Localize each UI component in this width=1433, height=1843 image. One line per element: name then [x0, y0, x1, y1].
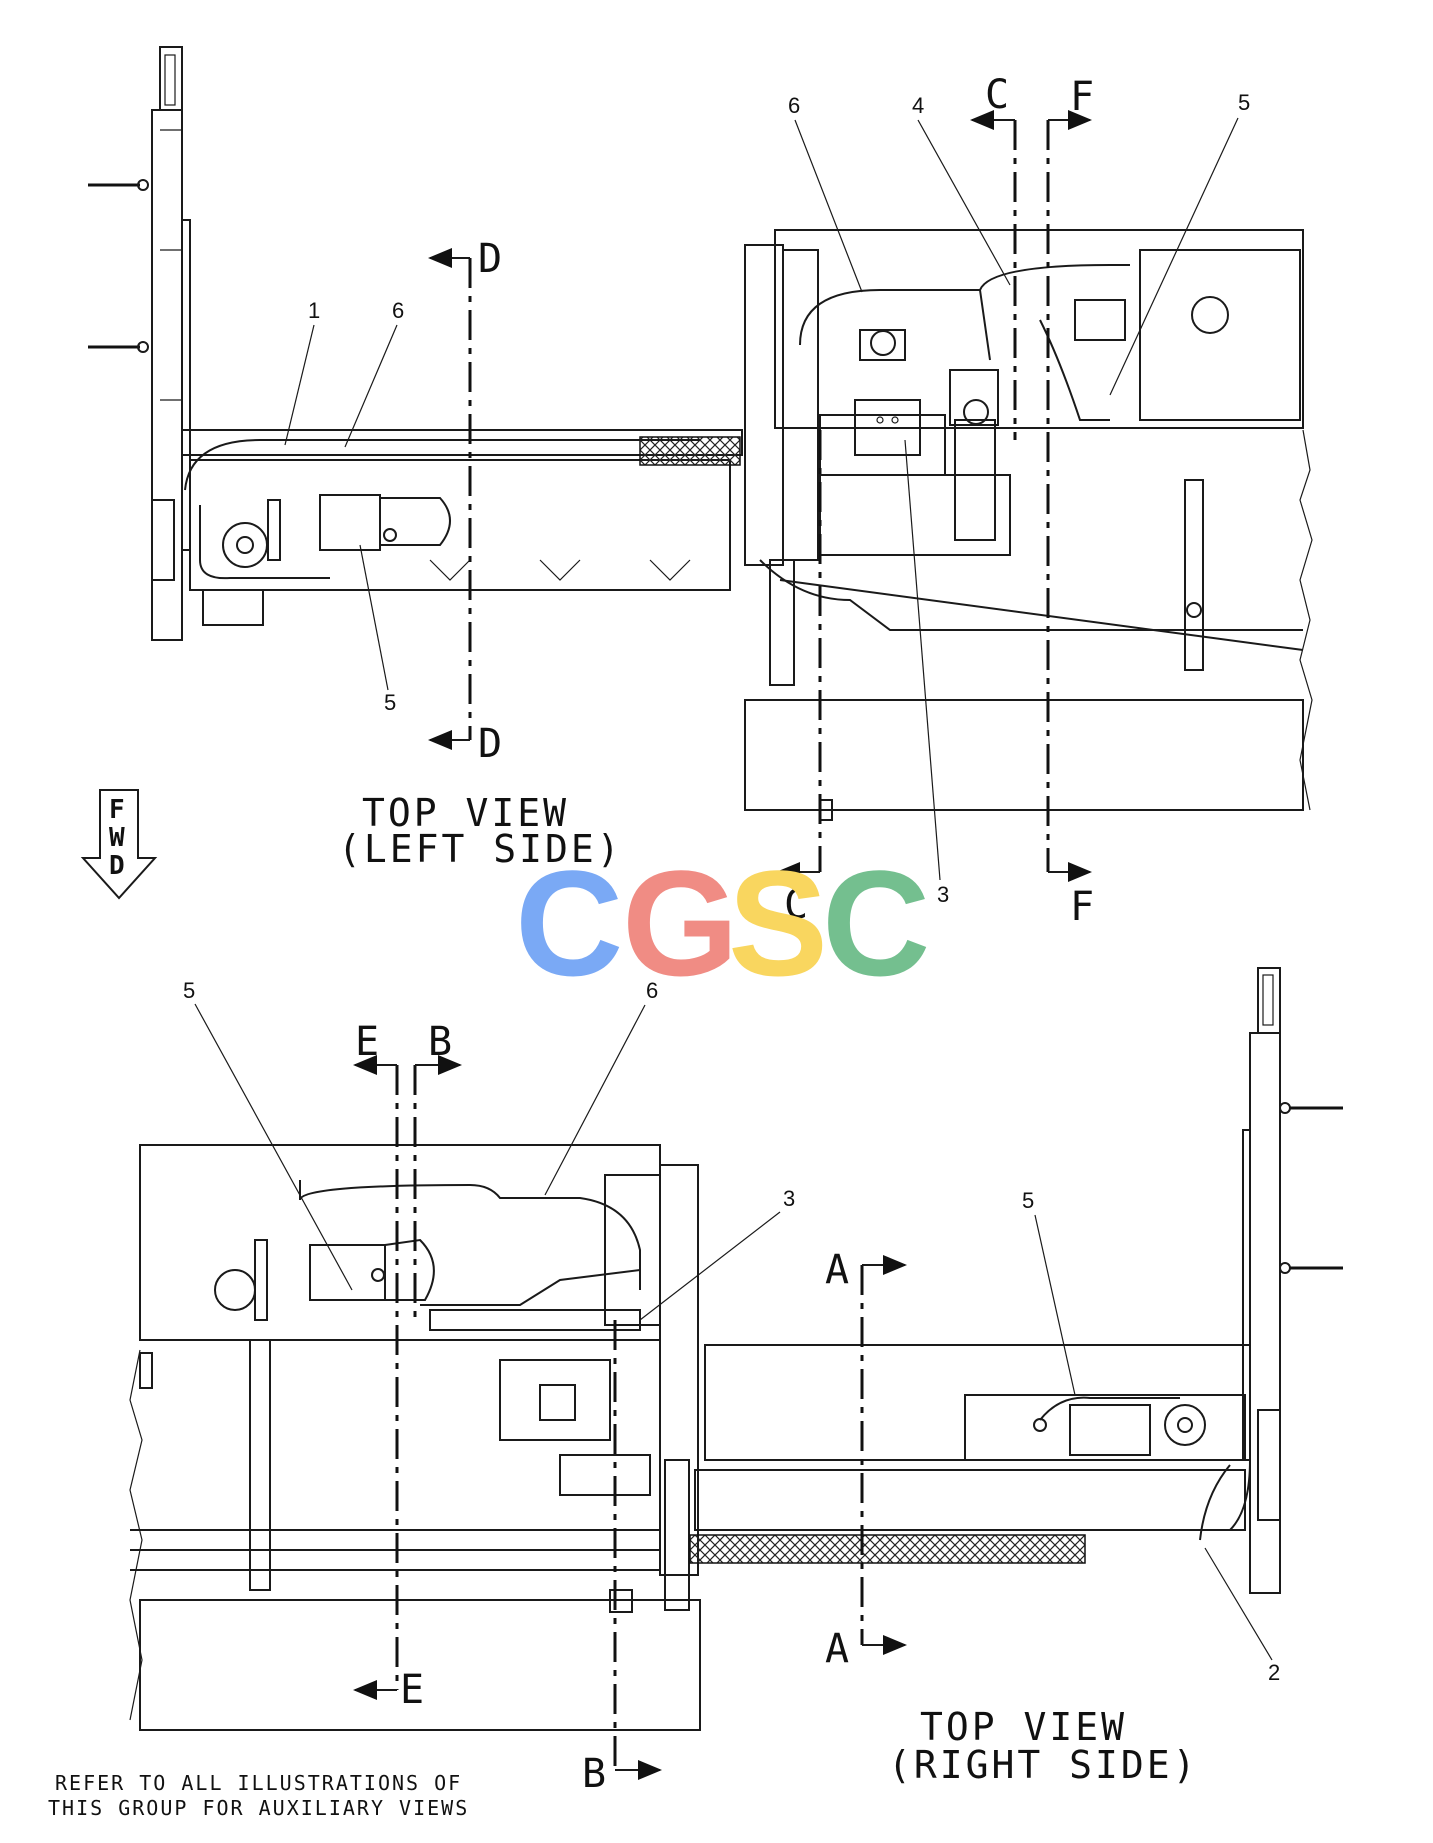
callout-5-right-left: 5 — [183, 978, 195, 1003]
section-label-d-bottom: D — [478, 721, 502, 767]
watermark-letter-c2: C — [822, 839, 930, 1007]
callout-2: 2 — [1268, 1660, 1280, 1685]
forward-direction-arrow: F W D — [80, 789, 158, 900]
callout-5-left: 5 — [384, 690, 396, 715]
callout-5-upper: 5 — [1238, 90, 1250, 115]
section-label-c-bottom: C — [784, 882, 808, 928]
cgsc-watermark: C G S C — [515, 839, 930, 1007]
section-label-e-top: E — [355, 1019, 379, 1065]
section-line-d: D D — [428, 236, 502, 767]
callout-5-right-step: 5 — [1022, 1188, 1034, 1213]
top-view-right-side: E E B B A A 5 6 3 5 2 TOP VIEW (RIGHT SI… — [129, 967, 1343, 1797]
section-lines-e-b-a: E E B B A A — [353, 1019, 907, 1797]
watermark-letter-g: G — [622, 839, 739, 1007]
section-label-f-bottom: F — [1070, 884, 1094, 930]
section-label-d-top: D — [478, 236, 502, 282]
caption-left-line1: TOP VIEW — [362, 791, 569, 835]
section-label-e-bottom: E — [400, 1667, 424, 1713]
auxiliary-views-note-line1: REFER TO ALL ILLUSTRATIONS OF — [55, 1771, 462, 1795]
watermark-letter-c1: C — [515, 839, 623, 1007]
caption-right-line1: TOP VIEW — [920, 1705, 1127, 1749]
callouts-left-a: 1 6 5 — [284, 298, 404, 715]
callout-6-upper: 6 — [788, 93, 800, 118]
auxiliary-views-note-line2: THIS GROUP FOR AUXILIARY VIEWS — [48, 1796, 469, 1820]
callouts-right: 5 6 3 5 2 — [183, 978, 1280, 1685]
callouts-left-b: 6 4 5 3 — [788, 90, 1250, 907]
section-label-a-bottom: A — [825, 1626, 849, 1672]
caption-right-line2: (RIGHT SIDE) — [888, 1743, 1199, 1787]
step-frame-right — [689, 1344, 1251, 1564]
callout-6-right: 6 — [646, 978, 658, 1003]
fwd-letter-d: D — [109, 851, 125, 881]
section-label-c-top: C — [985, 72, 1009, 118]
section-lines-c-f: C C F F — [776, 72, 1094, 930]
section-label-b-bottom: B — [582, 1751, 606, 1797]
section-label-a-top: A — [825, 1247, 849, 1293]
machine-frame-right-view — [129, 1144, 701, 1731]
callout-1: 1 — [308, 298, 320, 323]
section-label-f-top: F — [1070, 74, 1094, 120]
ladder-left — [88, 46, 191, 641]
top-view-left-side: D D 1 6 5 — [88, 46, 1313, 930]
fwd-letter-w: W — [109, 823, 125, 853]
callout-6-left: 6 — [392, 298, 404, 323]
callout-3-right: 3 — [783, 1186, 795, 1211]
step-frame-left — [181, 429, 743, 626]
ladder-right — [1242, 967, 1343, 1594]
watermark-letter-s: S — [728, 839, 828, 1007]
callout-4: 4 — [912, 93, 924, 118]
caption-left-line2: (LEFT SIDE) — [338, 827, 623, 871]
callout-3-upper: 3 — [937, 882, 949, 907]
fwd-letter-f: F — [109, 795, 125, 825]
section-label-b-top: B — [428, 1019, 452, 1065]
machine-frame-left-view — [744, 229, 1313, 821]
